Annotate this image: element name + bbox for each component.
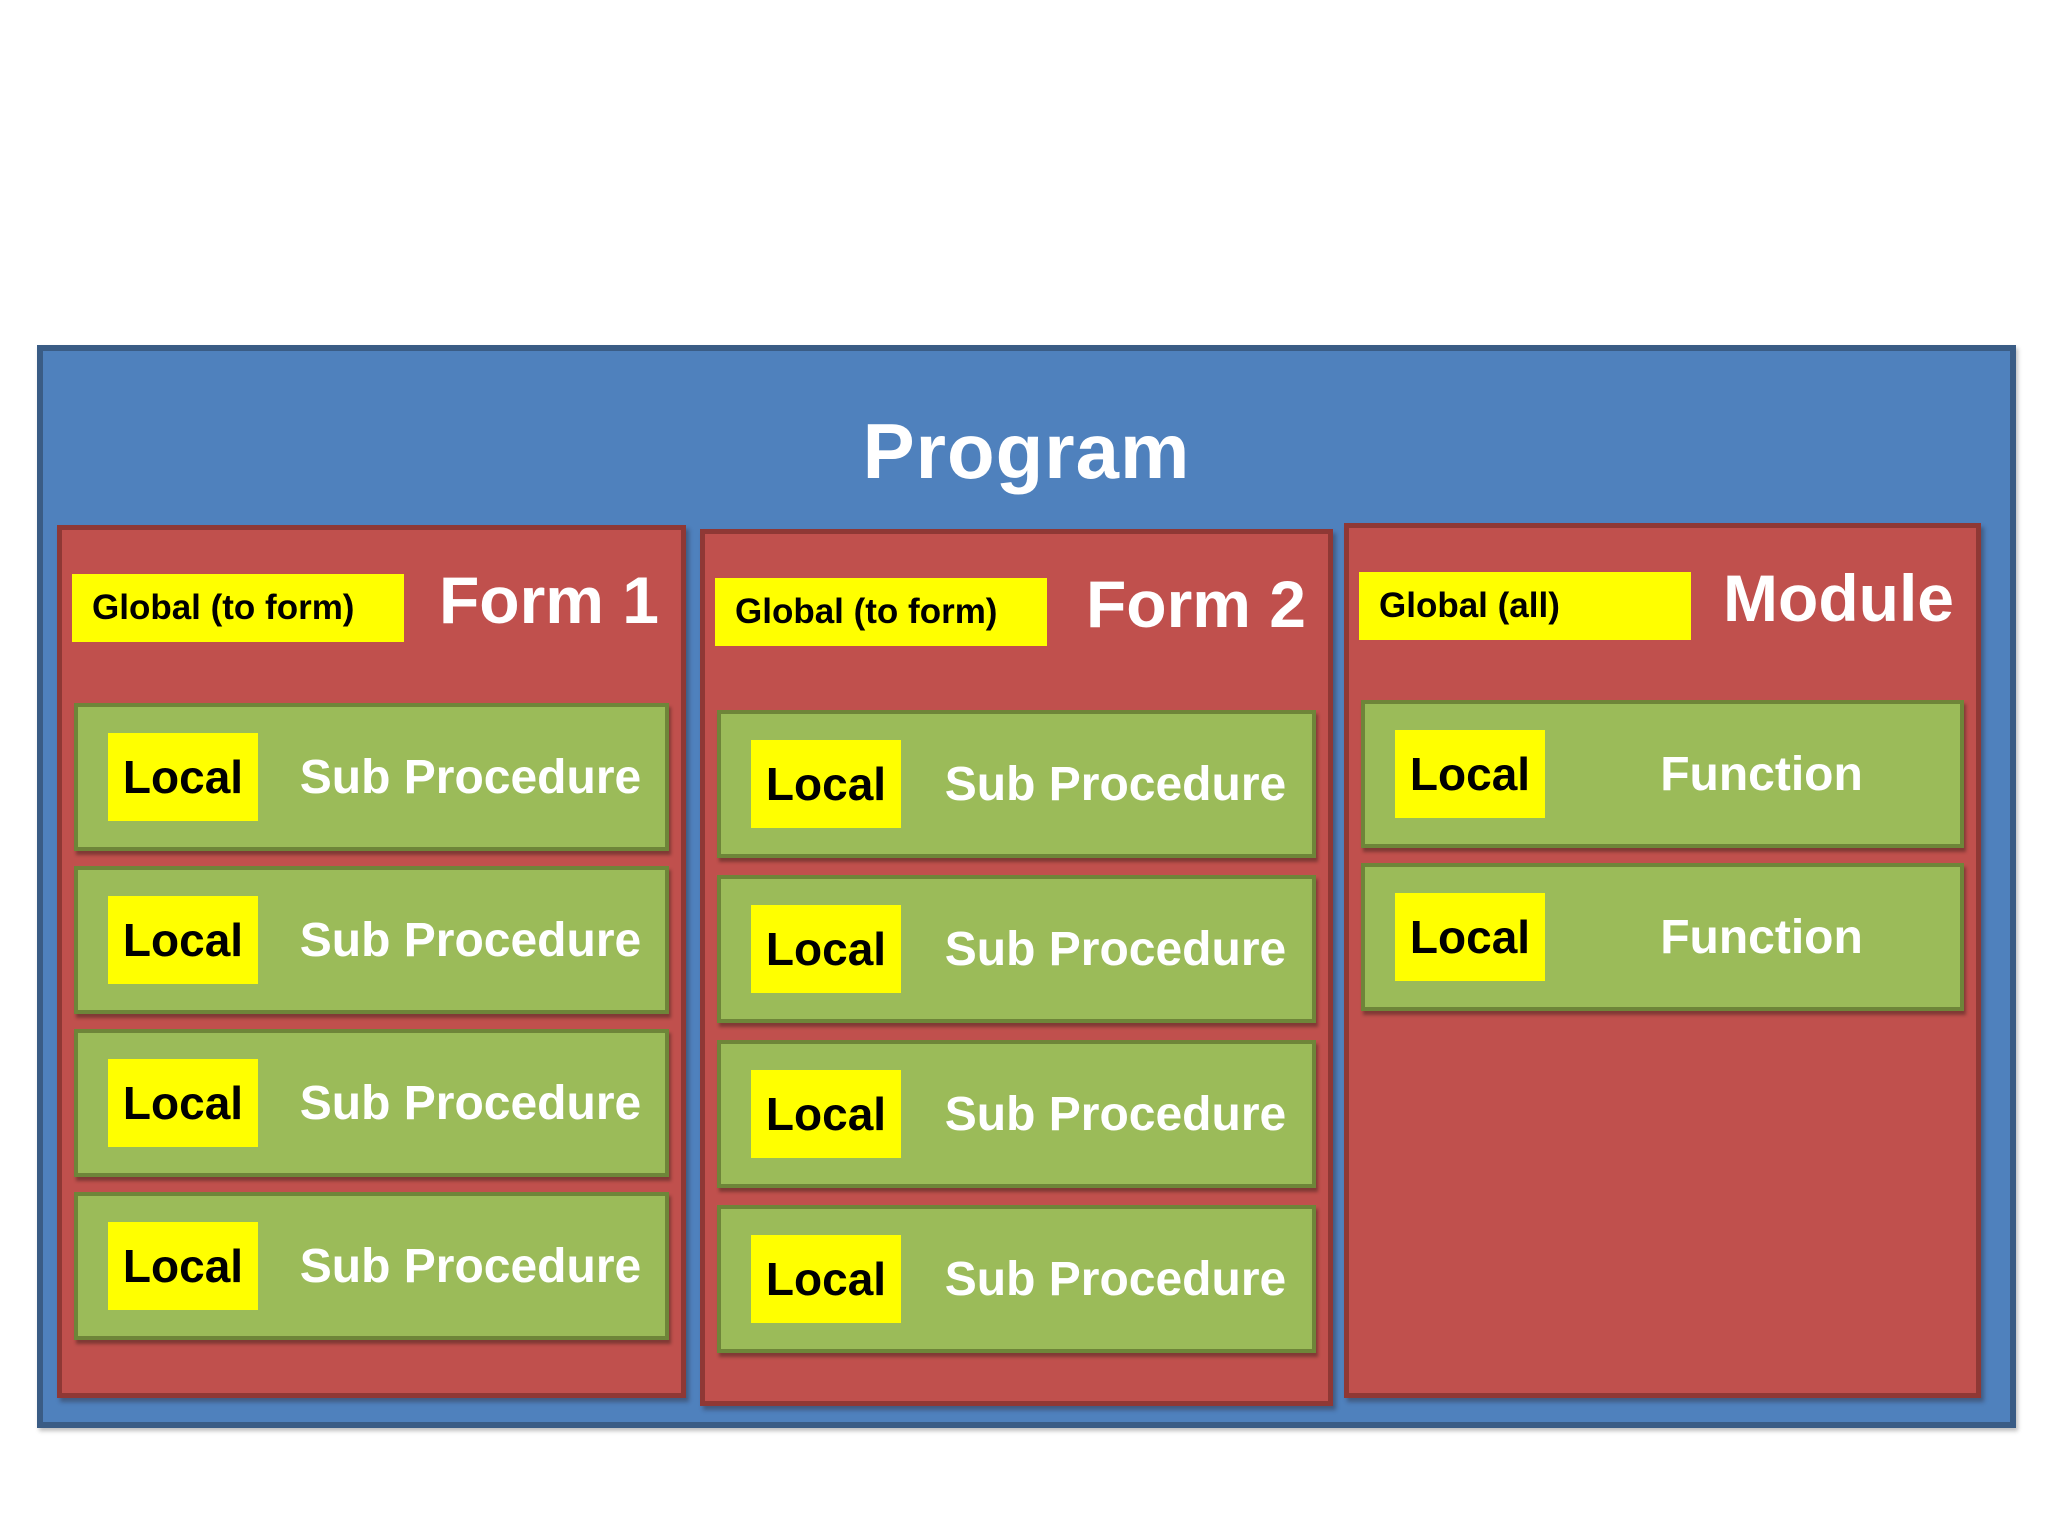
- form1-global-scope-label: Global (to form): [72, 574, 404, 642]
- local-scope-label: Local: [1395, 893, 1545, 981]
- module-container: Global (all) Module Local Function Local…: [1344, 523, 1981, 1398]
- function-label: Function: [1660, 910, 1863, 964]
- local-scope-label: Local: [751, 1235, 901, 1323]
- sub-procedure-label: Sub Procedure: [944, 922, 1287, 976]
- form2-sub-procedure-box: Local Sub Procedure: [717, 710, 1316, 858]
- program-container: Program Global (to form) Form 1 Local Su…: [37, 345, 2016, 1428]
- module-function-box: Local Function: [1361, 700, 1964, 848]
- form1-container: Global (to form) Form 1 Local Sub Proced…: [57, 525, 686, 1398]
- form2-sub-procedure-box: Local Sub Procedure: [717, 1205, 1316, 1353]
- form1-title: Form 1: [438, 563, 659, 637]
- sub-procedure-label: Sub Procedure: [944, 1252, 1287, 1306]
- module-function-box: Local Function: [1361, 863, 1964, 1011]
- local-scope-label: Local: [108, 1059, 258, 1147]
- local-scope-label: Local: [751, 740, 901, 828]
- local-scope-label: Local: [108, 1222, 258, 1310]
- sub-procedure-label: Sub Procedure: [944, 1087, 1287, 1141]
- module-title: Module: [1723, 561, 1954, 635]
- function-label: Function: [1660, 747, 1863, 801]
- form1-sub-procedure-box: Local Sub Procedure: [74, 1029, 669, 1177]
- local-scope-label: Local: [108, 896, 258, 984]
- local-scope-label: Local: [1395, 730, 1545, 818]
- sub-procedure-label: Sub Procedure: [299, 1076, 642, 1130]
- module-global-scope-label: Global (all): [1359, 572, 1691, 640]
- sub-procedure-label: Sub Procedure: [944, 757, 1287, 811]
- local-scope-label: Local: [751, 905, 901, 993]
- local-scope-label: Local: [108, 733, 258, 821]
- form2-container: Global (to form) Form 2 Local Sub Proced…: [700, 529, 1333, 1406]
- form1-sub-procedure-box: Local Sub Procedure: [74, 1192, 669, 1340]
- form2-sub-procedure-box: Local Sub Procedure: [717, 875, 1316, 1023]
- form1-sub-procedure-box: Local Sub Procedure: [74, 703, 669, 851]
- local-scope-label: Local: [751, 1070, 901, 1158]
- form2-sub-procedure-box: Local Sub Procedure: [717, 1040, 1316, 1188]
- form2-title: Form 2: [1085, 567, 1306, 641]
- sub-procedure-label: Sub Procedure: [299, 750, 642, 804]
- form2-global-scope-label: Global (to form): [715, 578, 1047, 646]
- form1-sub-procedure-box: Local Sub Procedure: [74, 866, 669, 1014]
- sub-procedure-label: Sub Procedure: [299, 1239, 642, 1293]
- program-title: Program: [862, 407, 1191, 495]
- sub-procedure-label: Sub Procedure: [299, 913, 642, 967]
